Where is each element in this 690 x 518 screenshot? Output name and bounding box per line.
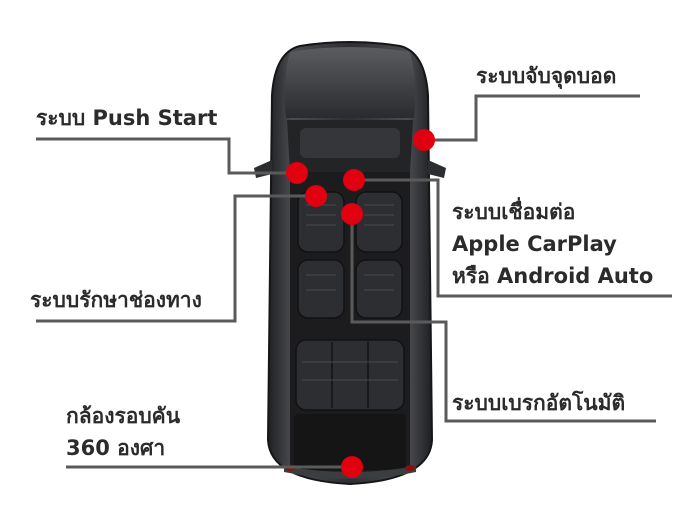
leader-blind-spot bbox=[424, 94, 640, 142]
right-tail-light bbox=[405, 465, 415, 471]
label-push-start: ระบบ Push Start bbox=[36, 102, 217, 134]
marker-push-start bbox=[286, 162, 308, 184]
marker-carplay bbox=[343, 169, 365, 191]
rear-bench bbox=[295, 339, 405, 411]
label-camera-line1: กล้องรอบคัน bbox=[66, 404, 181, 428]
label-lane-keep: ระบบรักษาช่องทาง bbox=[30, 284, 202, 316]
label-blind-spot: ระบบจับจุดบอด bbox=[476, 60, 616, 92]
label-auto-brake: ระบบเบรกอัตโนมัติ bbox=[452, 387, 625, 419]
marker-auto-brake bbox=[341, 203, 363, 225]
label-camera-line2: 360 องศา bbox=[66, 436, 166, 460]
left-mirror bbox=[254, 160, 272, 178]
dash-panel bbox=[300, 128, 400, 158]
leader-push-start bbox=[36, 137, 297, 175]
label-carplay-line2: Apple CarPlay bbox=[452, 232, 617, 256]
label-blind-spot-text: ระบบจับจุดบอด bbox=[476, 64, 617, 88]
label-carplay-line1: ระบบเชื่อมต่อ bbox=[452, 200, 576, 224]
label-camera: กล้องรอบคัน 360 องศา bbox=[66, 400, 180, 464]
leader-auto-brake bbox=[350, 214, 656, 423]
trunk bbox=[294, 414, 406, 470]
right-mirror bbox=[428, 160, 446, 178]
leader-carplay bbox=[354, 178, 672, 298]
label-lane-keep-text: ระบบรักษาช่องทาง bbox=[30, 288, 202, 312]
label-auto-brake-text: ระบบเบรกอัตโนมัติ bbox=[452, 391, 626, 415]
label-carplay: ระบบเชื่อมต่อ Apple CarPlay หรือ Android… bbox=[452, 196, 653, 292]
marker-lane-keep bbox=[305, 185, 327, 207]
marker-camera bbox=[341, 456, 363, 478]
car-hood bbox=[284, 47, 416, 118]
label-carplay-line3: หรือ Android Auto bbox=[452, 264, 654, 288]
label-push-start-text: ระบบ Push Start bbox=[36, 106, 218, 130]
marker-blind-spot bbox=[413, 129, 435, 151]
leader-lane-keep bbox=[36, 194, 316, 323]
